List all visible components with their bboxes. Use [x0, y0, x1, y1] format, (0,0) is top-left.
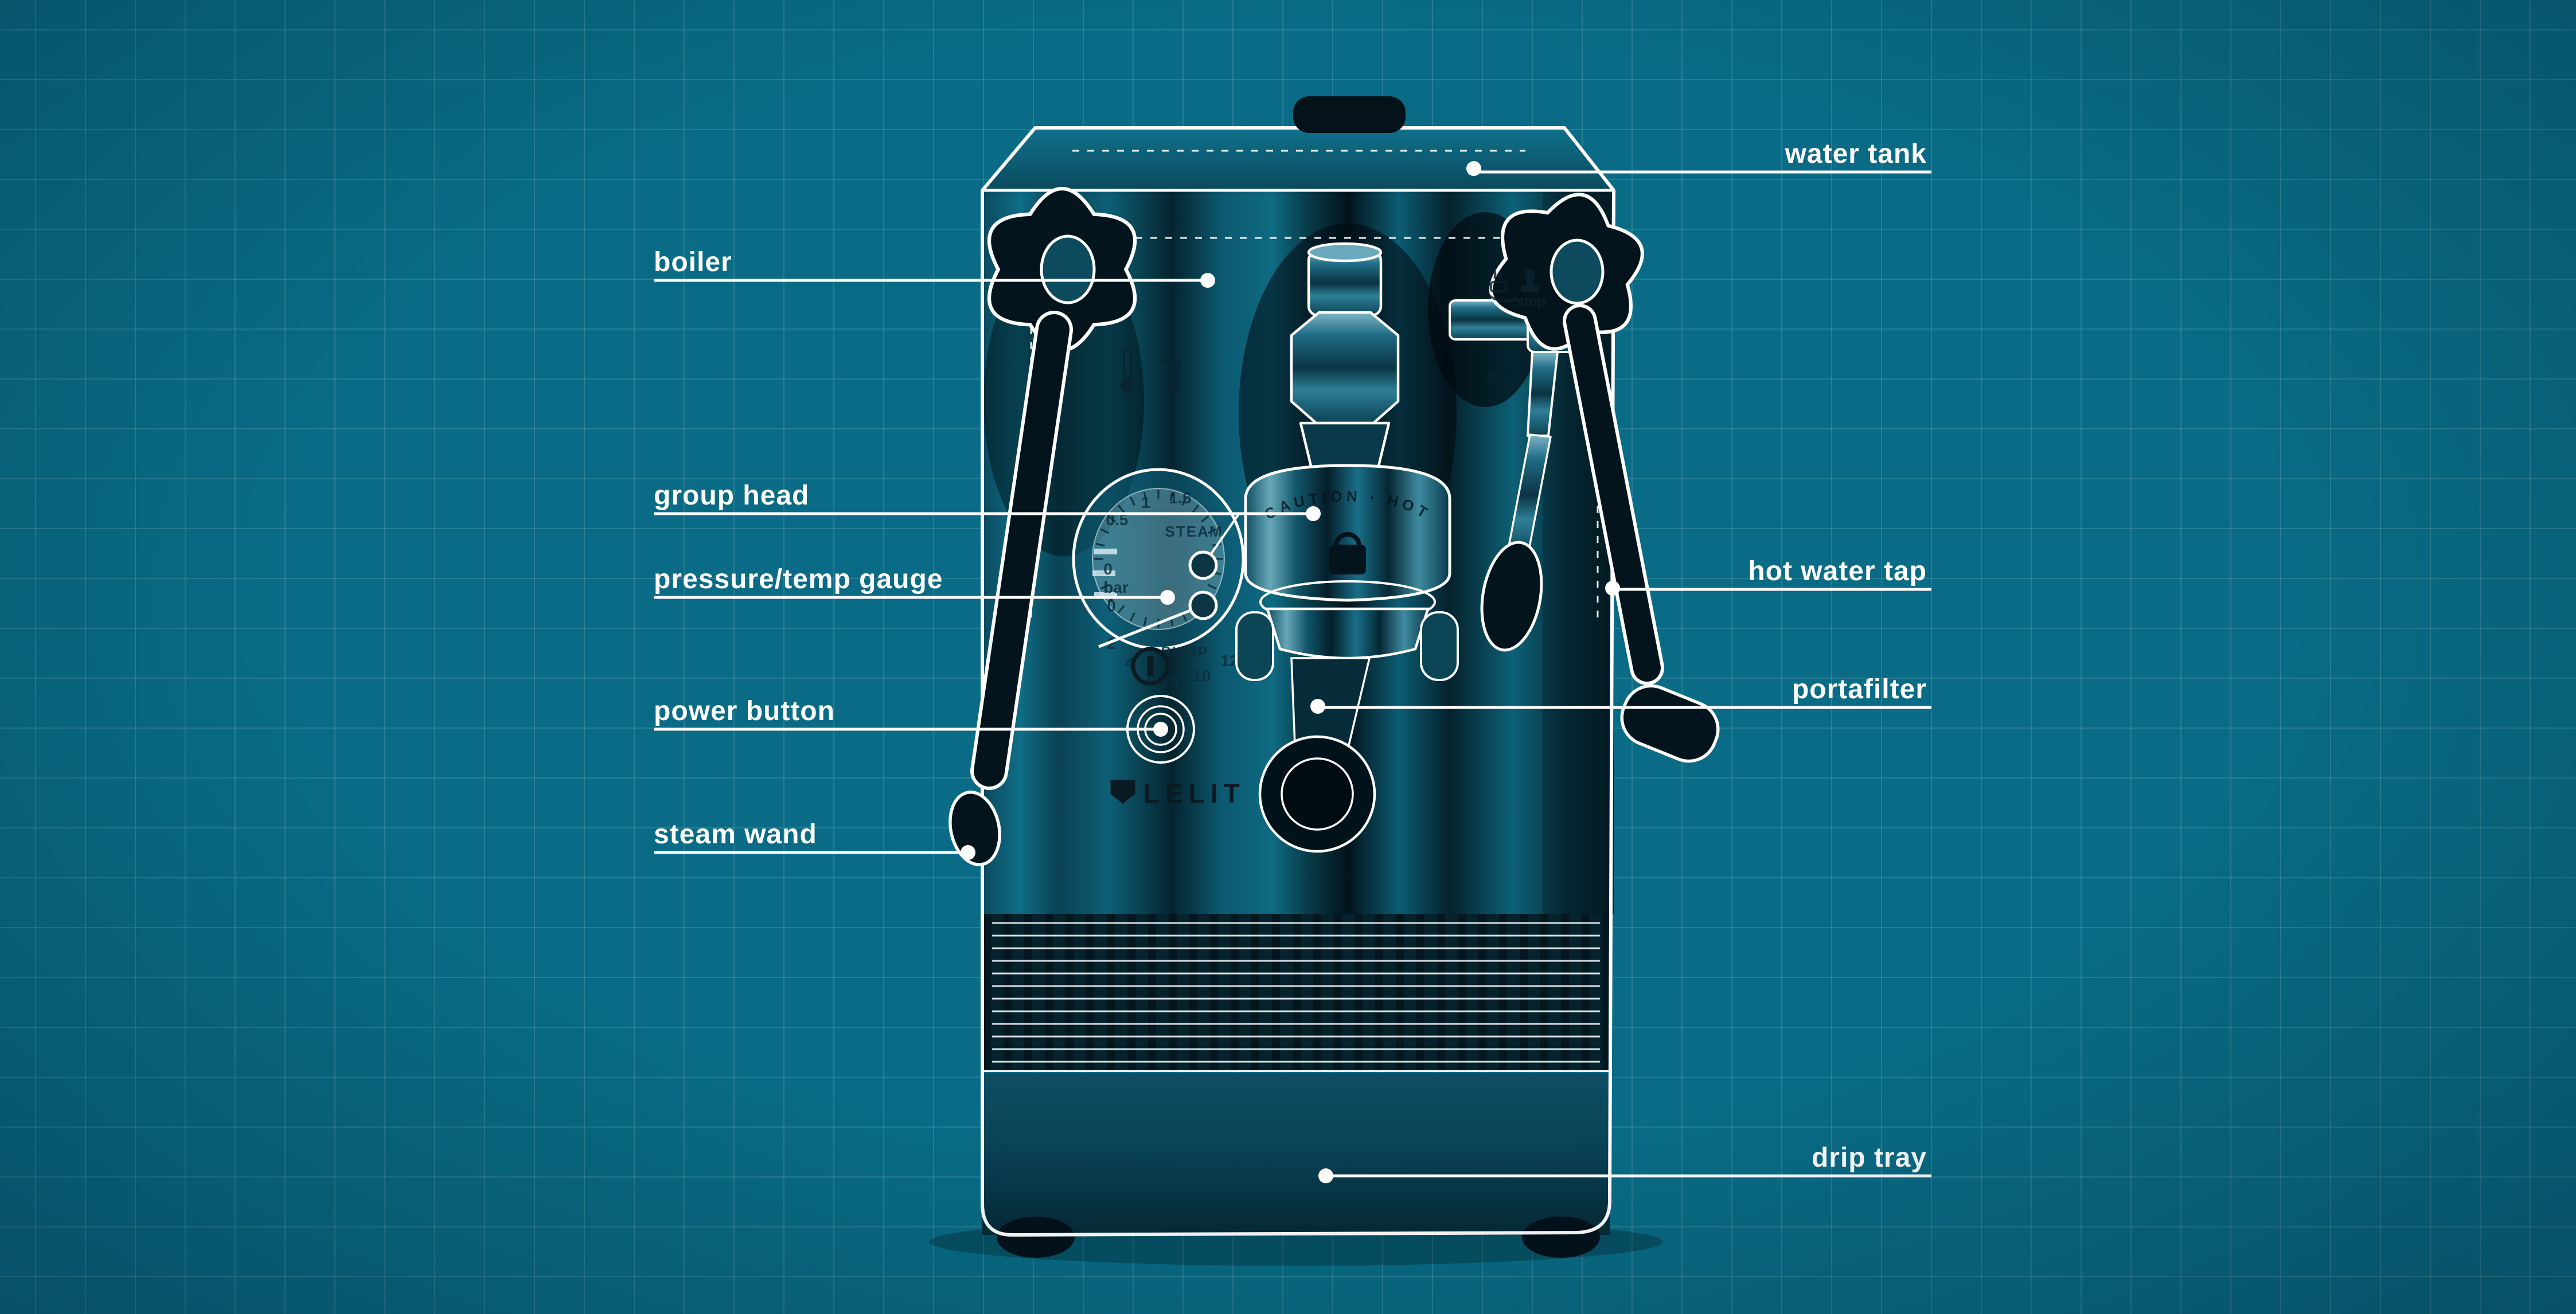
gauge-steam-label: STEAM	[1165, 523, 1223, 540]
label-pressure-temp-gauge: pressure/temp gauge	[654, 564, 943, 595]
steam-knob	[989, 189, 1135, 350]
machine-illustration: 0.5 1 1.5 0 bar 0 2 4 6 8 10 12 STEAM PU…	[929, 96, 1720, 1266]
gauge-tick	[1207, 528, 1217, 534]
steam-wand-art	[949, 311, 1073, 866]
gauge-pivot-top	[1188, 550, 1218, 580]
label-portafilter: portafilter	[1792, 674, 1927, 705]
hot-water-lever	[1563, 304, 1720, 763]
stop-label: stop	[1517, 294, 1546, 310]
tamper-icon	[1521, 269, 1539, 292]
machine-base	[982, 1073, 1610, 1235]
thermometer-icon	[1120, 347, 1135, 393]
leader-dot-portafilter	[1310, 699, 1325, 714]
gauge-tick	[1117, 505, 1125, 513]
annotation-power-button: power button	[654, 696, 1168, 737]
gauge-pivot-bottom	[1188, 590, 1218, 620]
hot-water-knob	[1481, 180, 1652, 363]
gauge-tick	[1100, 528, 1110, 534]
brand-logo: LELIT	[1110, 779, 1246, 808]
gauge-number: 8	[1170, 671, 1179, 689]
droplet-icon	[1487, 369, 1495, 385]
padlock-icon	[1329, 532, 1366, 574]
gauge-number: 1	[1141, 494, 1150, 511]
gauge-tick	[1117, 605, 1125, 613]
leader-dot-hot-water-tap	[1605, 581, 1620, 596]
gauge-tick	[1192, 505, 1200, 513]
drip-tray-grate-lines	[992, 922, 1600, 1063]
gauge-number: 0	[1103, 560, 1113, 578]
panel-icons	[1120, 269, 1539, 393]
label-power-button: power button	[654, 696, 835, 726]
machine-foot-right	[1522, 1217, 1600, 1258]
gauge-tick	[1100, 584, 1110, 590]
gauge-tick	[1143, 617, 1148, 627]
portafilter-handle-ring	[1281, 757, 1354, 831]
gauge-number: 10	[1193, 667, 1211, 685]
power-icon	[1131, 647, 1170, 686]
logo-shield-icon	[1110, 780, 1135, 804]
boiler-column	[1290, 242, 1400, 482]
gauge-number: 1.5	[1169, 489, 1192, 507]
gauge-tick	[1130, 496, 1135, 506]
label-steam-wand: steam wand	[654, 819, 817, 850]
label-drip-tray: drip tray	[1812, 1143, 1927, 1173]
annotation-group-head: group head	[654, 480, 1321, 521]
leader-dot-power-button	[1153, 722, 1168, 737]
leader-dot-steam-wand	[961, 845, 975, 860]
leader-dot-water-tank	[1466, 161, 1481, 176]
drip-tray-grate	[982, 914, 1610, 1071]
annotation-drip-tray: drip tray	[1318, 1143, 1931, 1183]
logo-text: LELIT	[1143, 779, 1246, 808]
gauge-needle-pump	[1098, 604, 1204, 648]
portafilter-lug-left	[1235, 611, 1274, 681]
gauge-tick	[1207, 584, 1217, 590]
label-water-tank: water tank	[1785, 139, 1927, 169]
annotation-hot-water-tap: hot water tap	[1605, 556, 1931, 596]
portafilter-lug-right	[1420, 611, 1459, 681]
gauge-tick	[1143, 491, 1148, 501]
gauge-tick	[1130, 612, 1135, 621]
annotations-layer: water tank boiler group head pressure/temp …	[654, 139, 1931, 1183]
gauge-number: 2	[1107, 635, 1116, 652]
annotation-portafilter: portafilter	[1310, 674, 1931, 714]
gauge-tick	[1095, 542, 1105, 547]
group-head-assembly: CAUTION · HOT	[1235, 464, 1459, 853]
machine-foot-left	[997, 1217, 1075, 1258]
annotation-water-tank: water tank	[1466, 139, 1931, 176]
gauge-unit: bar	[1103, 578, 1129, 596]
label-hot-water-tap: hot water tap	[1748, 556, 1927, 586]
faucet-icon	[1160, 361, 1180, 390]
annotation-pressure-temp-gauge: pressure/temp gauge	[654, 564, 1175, 605]
gauge-number: 0	[1107, 597, 1116, 615]
leader-dot-drip-tray	[1318, 1168, 1333, 1183]
gauge-left-marks	[1092, 549, 1117, 598]
gauge-tick	[1107, 515, 1116, 523]
gauge-tick	[1201, 515, 1209, 523]
gauge-tick	[1169, 491, 1174, 501]
label-boiler: boiler	[654, 247, 732, 277]
cup-steam-icon	[1489, 270, 1518, 303]
machine-outline	[981, 126, 1615, 1237]
gauge-pump-label: PUMP	[1161, 643, 1208, 660]
leader-dot-group-head	[1306, 506, 1321, 521]
top-cap	[1293, 96, 1406, 133]
portafilter-body	[1265, 607, 1430, 660]
annotation-steam-wand: steam wand	[654, 819, 975, 860]
leader-dot-pressure-temp-gauge	[1160, 590, 1175, 605]
leader-dot-boiler	[1200, 273, 1215, 288]
label-group-head: group head	[654, 480, 809, 511]
machine-top-face	[982, 128, 1614, 190]
annotation-boiler: boiler	[654, 247, 1215, 288]
gauge-tick	[1181, 496, 1187, 506]
